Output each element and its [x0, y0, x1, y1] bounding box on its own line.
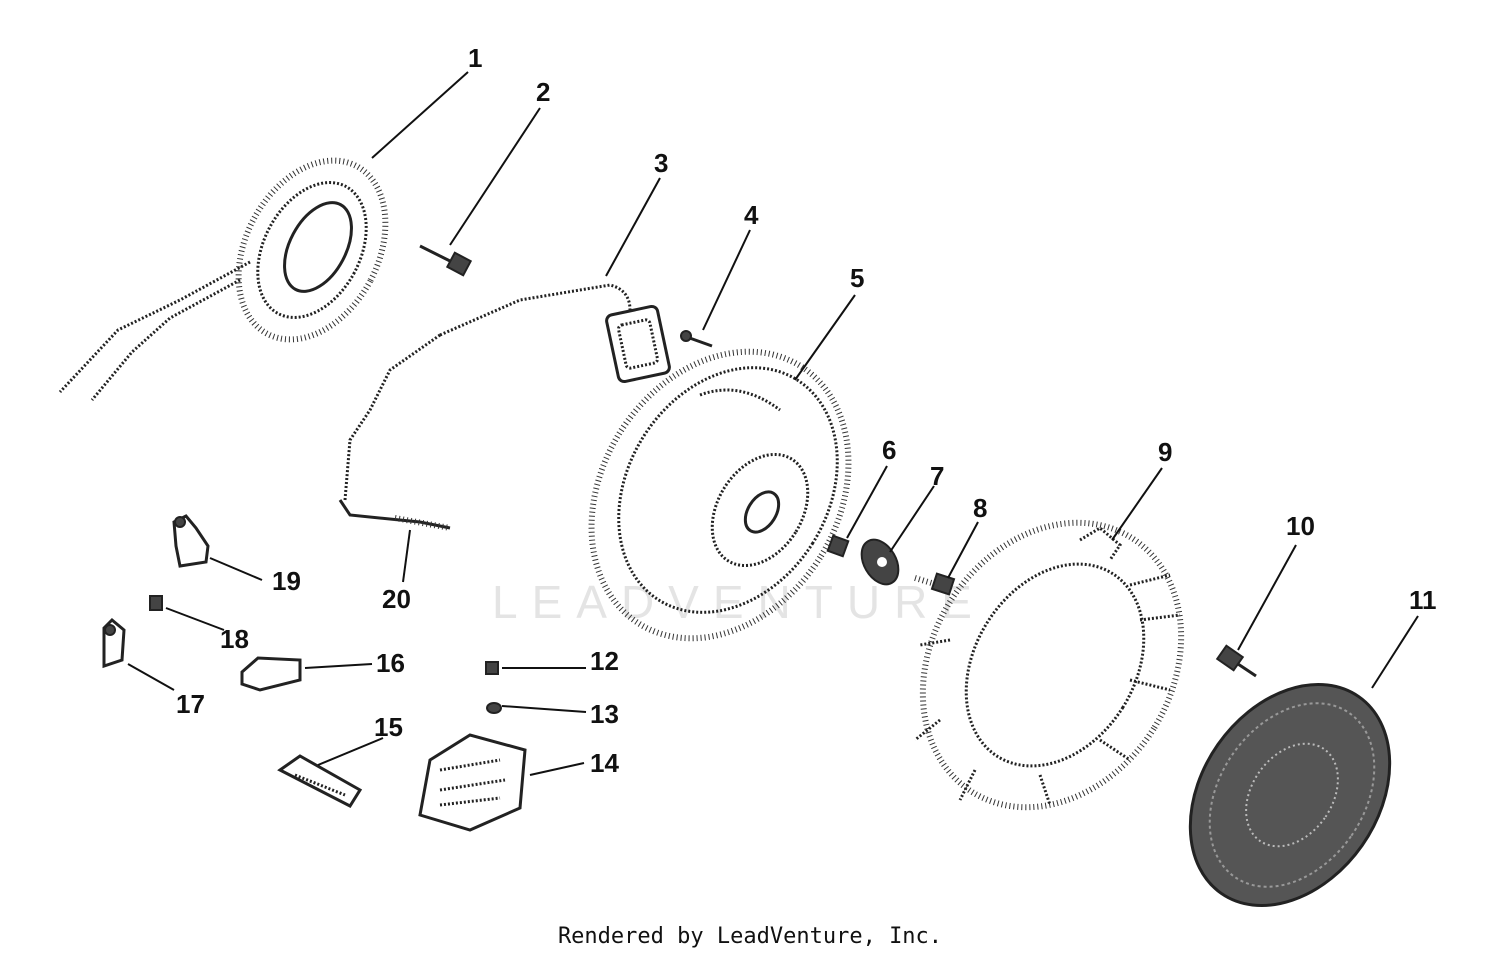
footer-credit: Rendered by LeadVenture, Inc.	[557, 924, 943, 949]
callout-2: 2	[536, 77, 550, 107]
part-15-connector	[277, 754, 363, 808]
part-20-spark-plug-boot	[338, 499, 451, 531]
part-19-terminal	[172, 514, 210, 568]
watermark-text: LEADVENTURE	[492, 576, 986, 628]
part-10-bolt	[1215, 644, 1257, 678]
part-4-screw	[680, 330, 713, 348]
part-14-rectifier	[418, 733, 527, 832]
callout-16: 16	[376, 648, 405, 678]
callout-labels: 1 2 3 4 5 6 7 8 9 10 11 12 13 14 15 16 1…	[176, 43, 1437, 778]
part-9-fan	[914, 519, 1185, 811]
part-7-washer	[860, 538, 900, 586]
callout-8: 8	[973, 493, 987, 523]
part-16-insulator	[240, 656, 302, 692]
callout-12: 12	[590, 646, 619, 676]
callout-4: 4	[744, 200, 759, 230]
callout-19: 19	[272, 566, 301, 596]
callout-17: 17	[176, 689, 205, 719]
part-13-washer	[486, 702, 502, 714]
part-11-screen	[1188, 683, 1392, 907]
callout-1: 1	[468, 43, 482, 73]
callout-9: 9	[1158, 437, 1172, 467]
callout-20: 20	[382, 584, 411, 614]
callout-3: 3	[654, 148, 668, 178]
part-8-bolt	[914, 572, 956, 596]
callout-18: 18	[220, 624, 249, 654]
leader-lines	[127, 71, 1419, 776]
part-18-nut	[149, 595, 163, 611]
callout-5: 5	[850, 263, 864, 293]
part-17-terminal	[102, 617, 126, 669]
callout-7: 7	[930, 461, 944, 491]
part-2-bolt	[419, 244, 473, 277]
callout-11: 11	[1409, 585, 1437, 615]
callout-14: 14	[590, 748, 619, 778]
part-6-nut	[826, 534, 850, 558]
part-12-screw	[485, 661, 499, 675]
part-1-stator	[58, 157, 389, 401]
callout-6: 6	[882, 435, 896, 465]
part-5-flywheel	[588, 348, 852, 642]
callout-15: 15	[374, 712, 403, 742]
part-3-ignition-module	[343, 283, 671, 501]
callout-10: 10	[1286, 511, 1315, 541]
callout-13: 13	[590, 699, 619, 729]
